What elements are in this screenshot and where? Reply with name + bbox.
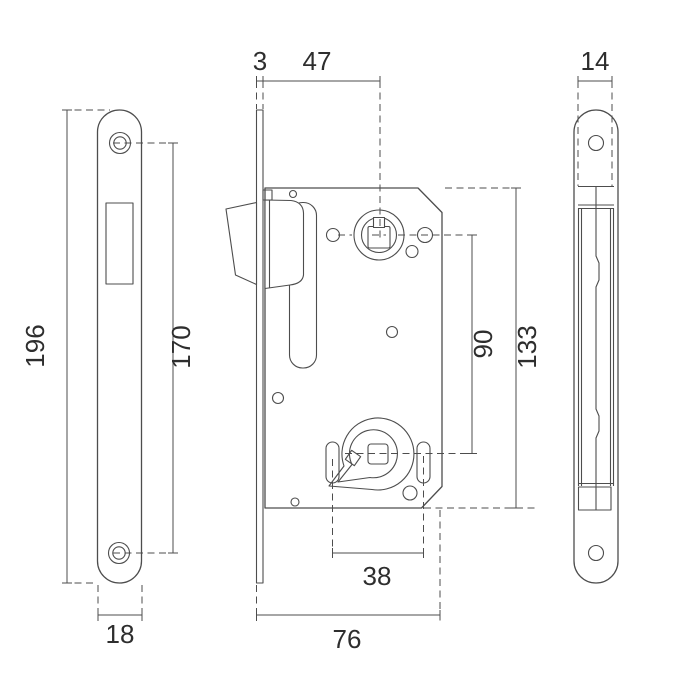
screw-hole-top [587,134,605,152]
faceplate-outline [96,109,143,584]
dim-38: 38 [332,456,424,591]
dim-label-18: 18 [106,619,135,649]
lock-edge-profile-view [573,109,619,584]
dim-label-133: 133 [512,325,542,368]
fixing-hole [271,391,285,405]
rivet-hole [290,497,300,507]
fixing-hole [385,325,399,339]
dim-label-14: 14 [581,46,610,76]
fixing-hole [405,244,419,259]
dim-170: 170 [113,142,196,554]
dim-label-38: 38 [363,561,392,591]
dim-label-76: 76 [333,624,362,654]
dim-label-3: 3 [253,46,267,76]
dim-label-170: 170 [166,325,196,368]
dim-label-90: 90 [468,330,498,359]
dimension-annotations: 3 47 14 196 170 [20,46,613,654]
magnet-cutout [105,202,134,285]
lock-case-view [225,109,443,584]
spindle-follower [353,209,405,261]
latch-guide-block [264,199,305,290]
dim-76: 76 [256,510,441,654]
plate-case-step [262,189,273,201]
dim-196: 196 [20,109,110,584]
dim-label-47: 47 [303,46,332,76]
screw-hole-bottom [587,544,605,562]
fixing-hole [402,485,418,501]
dim-18: 18 [97,585,143,649]
dim-label-196: 196 [20,324,50,367]
latch-rod-line [595,186,600,487]
follower-centerlines [338,234,477,454]
rivet-hole [288,189,298,199]
magnet-bolt [225,201,258,286]
dim-90: 90 [467,234,498,454]
dim-133: 133 [424,187,542,509]
dim-3-47: 3 47 [253,46,381,242]
faceplate-front-view [96,109,143,584]
case-edge-lines [577,185,615,511]
dim-14: 14 [577,46,613,186]
faceplate-edge-strip [255,109,264,584]
